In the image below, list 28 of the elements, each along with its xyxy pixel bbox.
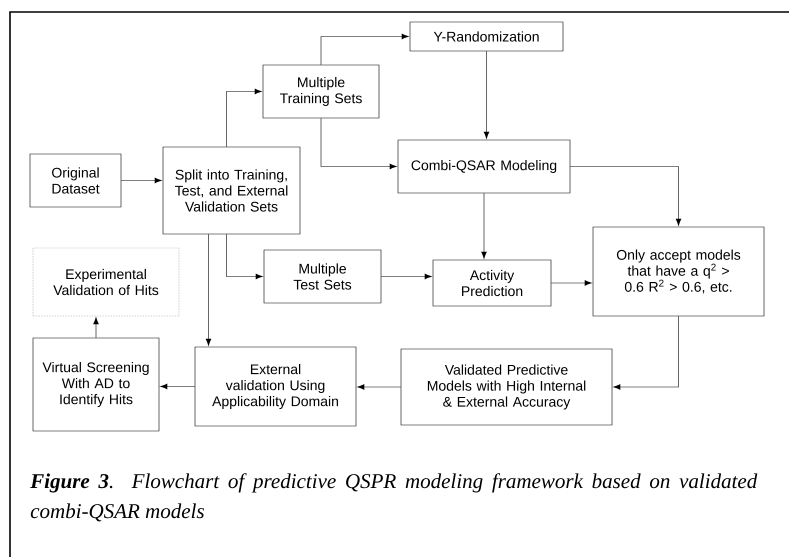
caption: Figure 3. Flowchart of predictive QSPR modeling framework based on validated combi-QSAR models — [30, 473, 758, 522]
arrow — [320, 34, 409, 65]
arrow — [93, 317, 99, 338]
process-box: Experimental Validation of Hits — [32, 248, 180, 316]
arrow — [160, 384, 195, 390]
arrow — [121, 178, 162, 184]
arrow — [570, 166, 682, 226]
process-box: Virtual Screening With AD to Identify Hits — [32, 338, 160, 432]
arrow — [551, 280, 592, 286]
arrow — [206, 234, 212, 346]
process-box: Only accept models that have a q$^{2}$ > 0.6 R$^{2}$ > 0.6, etc. — [592, 226, 764, 316]
arrow — [226, 88, 262, 147]
process-box: Multiple Test Sets — [264, 250, 382, 304]
process-box: Y-Randomization — [410, 22, 564, 52]
process-box: Multiple Training Sets — [262, 64, 380, 118]
process-box: Original Dataset — [30, 154, 122, 208]
arrow — [226, 234, 263, 280]
arrow — [484, 51, 490, 139]
process-box: Combi-QSAR Modeling — [398, 140, 570, 194]
process-box: Validated Predictive Models with High Internal & External Accuracy — [400, 348, 612, 426]
process-box: Activity Prediction — [432, 260, 552, 306]
arrow — [481, 193, 487, 259]
process-box: Split into Training, Test, and External Validation Sets — [162, 146, 300, 234]
arrow — [381, 274, 432, 280]
process-box: External validation Using Applicability Domain — [194, 346, 356, 426]
arrow — [357, 384, 401, 390]
arrow — [613, 316, 679, 390]
arrow — [320, 118, 397, 170]
